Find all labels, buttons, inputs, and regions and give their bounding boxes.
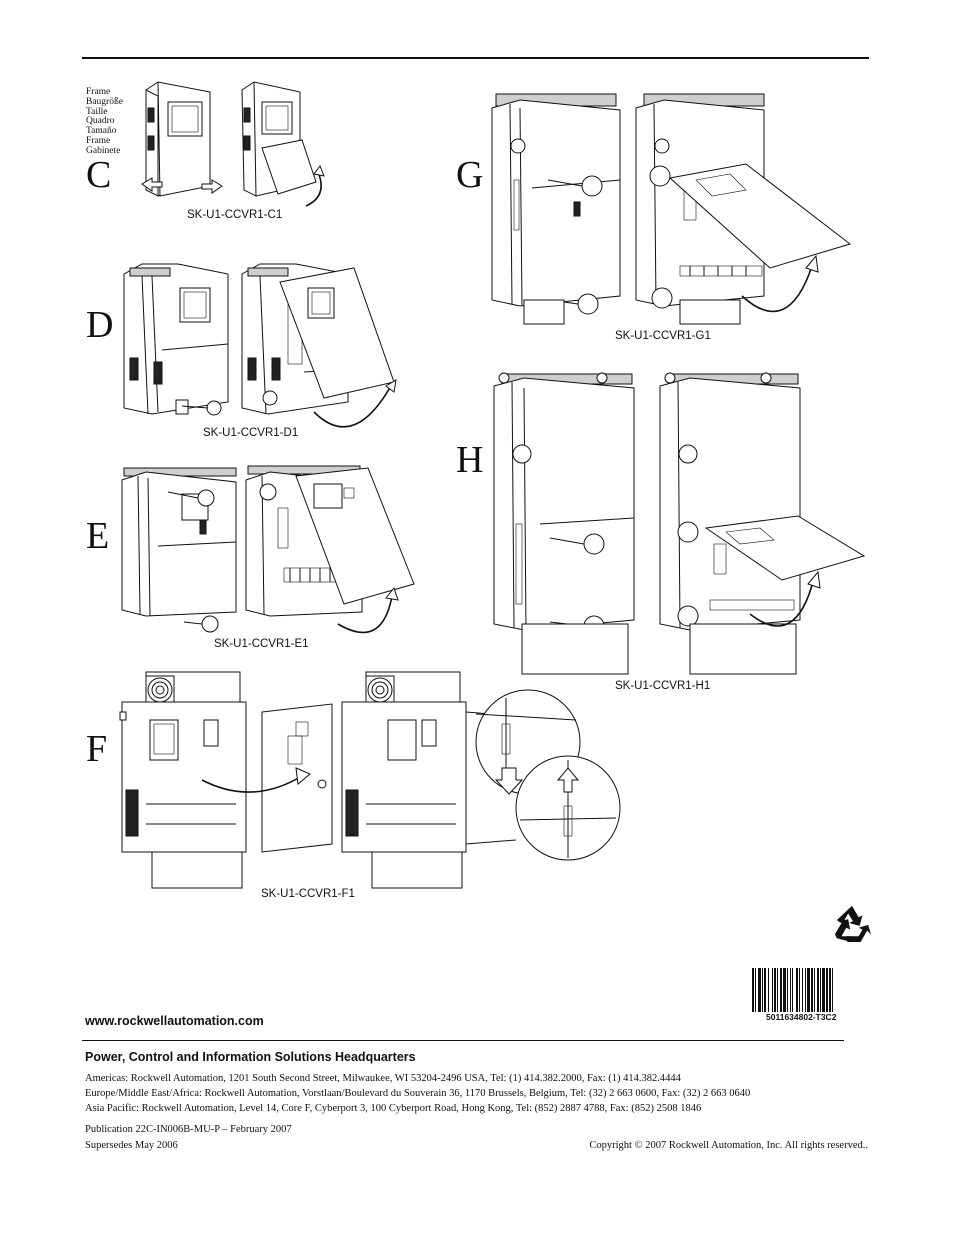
barcode-bar	[799, 968, 800, 1012]
barcode-bar	[780, 968, 782, 1012]
frame-letter-d: D	[86, 304, 114, 346]
frame-name: Gabinete	[86, 145, 121, 156]
barcode-bar	[787, 968, 788, 1012]
barcode-bar	[829, 968, 831, 1012]
barcode-number: 5011634802-T3C2	[766, 1012, 837, 1022]
barcode-bar	[764, 968, 766, 1012]
frame-name-list: Frame Baugröße Taille Quadro Tamaño Fram…	[86, 87, 123, 157]
barcode-bar	[752, 968, 754, 1012]
barcode-bar	[802, 968, 803, 1012]
barcode-bar	[762, 968, 763, 1012]
barcode-bar	[817, 968, 819, 1012]
frame-name: Baugröße	[86, 96, 123, 107]
barcode-bar	[790, 968, 791, 1012]
address-americas: Americas: Rockwell Automation, 1201 Sout…	[85, 1073, 681, 1084]
barcode-bar	[774, 968, 776, 1012]
frame-name: Frame	[86, 87, 111, 97]
barcode-bar	[826, 968, 828, 1012]
website-link[interactable]: www.rockwellautomation.com	[85, 1014, 264, 1028]
figure-caption-e: SK-U1-CCVR1-E1	[214, 638, 309, 650]
hq-title: Power, Control and Information Solutions…	[85, 1050, 416, 1064]
top-rule	[82, 57, 869, 59]
frame-name: Tamaño	[86, 126, 117, 137]
frame-name: Quadro	[86, 116, 115, 127]
frame-g-cover-removal-illustration	[491, 93, 852, 325]
frame-name: Frame	[86, 135, 111, 146]
address-asia-pacific: Asia Pacific: Rockwell Automation, Level…	[85, 1103, 702, 1114]
barcode-bar	[772, 968, 773, 1012]
figure-caption-c: SK-U1-CCVR1-C1	[187, 209, 283, 221]
barcode-bar	[758, 968, 761, 1012]
barcode-bar	[811, 968, 813, 1012]
barcode-bar	[783, 968, 786, 1012]
barcode-bar	[807, 968, 810, 1012]
frame-h-cover-removal-illustration	[493, 372, 866, 675]
footer-rule	[82, 1040, 844, 1041]
frame-c-cover-removal-illustration	[141, 81, 325, 207]
barcode-bar	[805, 968, 806, 1012]
copyright-notice: Copyright © 2007 Rockwell Automation, In…	[589, 1140, 868, 1151]
figure-caption-f: SK-U1-CCVR1-F1	[261, 888, 355, 900]
frame-f-cover-removal-illustration	[119, 671, 621, 889]
barcode-bar	[768, 968, 769, 1012]
publication-number: Publication 22C-IN006B-MU-P – February 2…	[85, 1124, 292, 1135]
barcode-bar	[822, 968, 825, 1012]
frame-letter-c: C	[86, 154, 112, 196]
frame-letter-h: H	[456, 439, 484, 481]
figure-caption-d: SK-U1-CCVR1-D1	[203, 427, 299, 439]
frame-d-cover-removal-illustration	[123, 263, 397, 428]
barcode-bar	[796, 968, 798, 1012]
barcode-bar	[792, 968, 793, 1012]
figure-caption-h: SK-U1-CCVR1-H1	[615, 680, 711, 692]
frame-e-cover-removal-illustration	[121, 465, 415, 634]
barcode-bar	[777, 968, 778, 1012]
recycle-icon	[834, 905, 871, 942]
frame-letter-e: E	[86, 515, 110, 557]
barcode-bar	[814, 968, 815, 1012]
barcode-graphic	[752, 968, 833, 1012]
frame-name: Taille	[86, 106, 108, 117]
barcode-bar	[820, 968, 821, 1012]
address-europe: Europe/Middle East/Africa: Rockwell Auto…	[85, 1088, 751, 1099]
supersedes-note: Supersedes May 2006	[85, 1140, 178, 1151]
frame-letter-g: G	[456, 154, 484, 196]
figure-caption-g: SK-U1-CCVR1-G1	[615, 330, 711, 342]
frame-letter-f: F	[86, 728, 108, 770]
barcode-bar	[832, 968, 833, 1012]
barcode-bar	[755, 968, 756, 1012]
